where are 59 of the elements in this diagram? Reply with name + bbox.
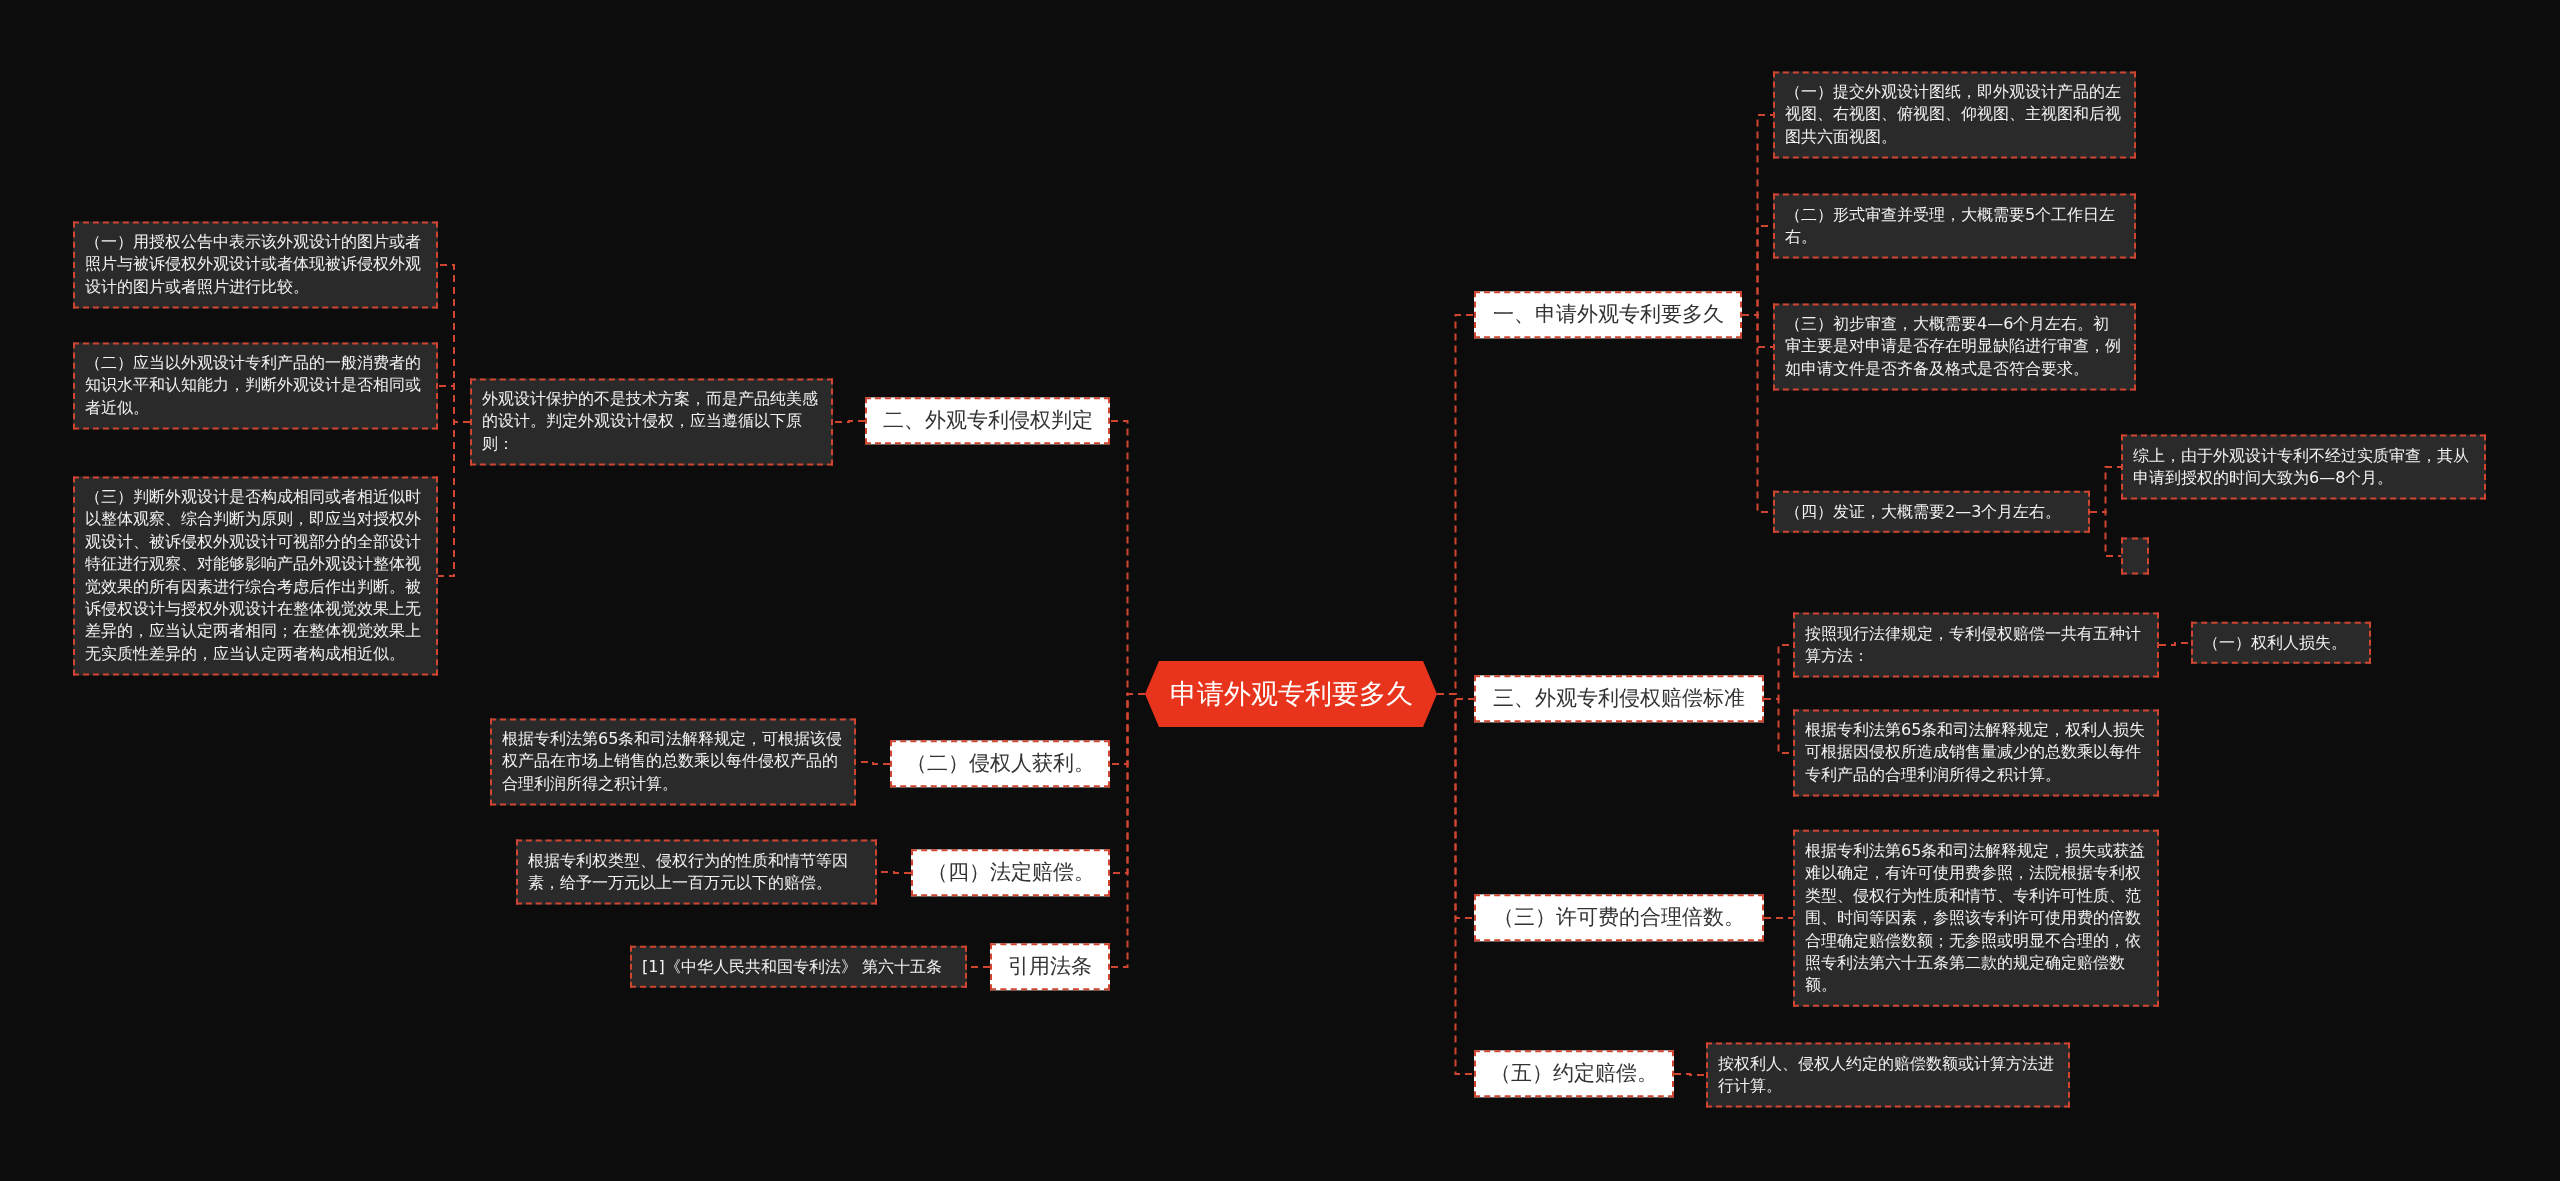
note-box	[1773, 193, 2136, 259]
note-box	[1706, 1042, 2070, 1108]
node-text: （四）法定赔偿。	[925, 859, 1096, 887]
connector-line	[832, 420, 866, 423]
node-text: （三）初步审查，大概需要4—6个月左右。初审主要是对申请是否存在明显缺陷进行审查，例如申请文件是否齐备及格式是否符合要求。	[1785, 313, 2122, 381]
note-box	[1793, 709, 2159, 797]
node-text: 根据专利法第65条和司法解释规定，损失或获益难以确定，有许可使用费参照，法院根据专利权类型、侵权行为性质和情节、专利许可性质、范围、时间等因素，参照该专利许可使用费的倍数合理确定赔偿数额；无参照或明显不合理的，依照专利法第六十五条第二款的规定确定赔偿数额。	[1805, 839, 2147, 996]
node-text: （二）侵权人获利。	[904, 750, 1096, 778]
topic-box	[1474, 291, 1742, 339]
topic-box	[990, 943, 1110, 991]
connector-line	[1109, 693, 1146, 968]
connector-line	[1763, 917, 1794, 919]
node-text: 引用法条	[1007, 953, 1093, 981]
node-text: （三）许可费的合理倍数。	[1492, 904, 1746, 932]
root-topic	[1145, 661, 1437, 727]
node-text: （一）用授权公告中表示该外观设计的图片或者照片与被诉侵权外观设计或者体现被诉侵权外观设计的图片或者照片进行比较。	[85, 231, 422, 299]
node-text: （二）应当以外观设计专利产品的一般消费者的知识水平和认知能力，判断外观设计是否相同或者近似。	[85, 352, 422, 420]
topic-box	[1474, 894, 1764, 942]
node-text: （五）约定赔偿。	[1489, 1060, 1659, 1088]
topic-box	[865, 397, 1110, 445]
note-box	[1773, 490, 2090, 534]
note-box	[516, 839, 877, 905]
connector-line	[1673, 1073, 1707, 1076]
node-text: 综上，由于外观设计专利不经过实质审查，其从申请到授权的时间大致为6—8个月。	[2133, 444, 2470, 489]
topic-title: 申请外观专利要多久	[1169, 676, 1413, 711]
empty-box	[2121, 537, 2149, 575]
note-box	[470, 378, 833, 466]
note-box	[73, 221, 438, 309]
connector-line	[2089, 511, 2122, 557]
topic-box	[890, 740, 1110, 788]
note-box	[73, 476, 438, 676]
node-text: 根据专利权类型、侵权行为的性质和情节等因素，给予一万元以上一百万元以下的赔偿。	[528, 849, 849, 894]
node-text: [1]《中华人民共和国专利法》 第六十五条	[642, 955, 943, 978]
node-text: （二）形式审查并受理，大概需要5个工作日左右。	[1785, 203, 2117, 248]
node-text: 根据专利法第65条和司法解释规定，可根据该侵权产品在市场上销售的总数乘以每件侵权产品的合理利润所得之积计算。	[502, 728, 844, 796]
node-text: 外观设计保护的不是技术方案，而是产品纯美感的设计。判定外观设计侵权，应当遵循以下原则：	[482, 388, 819, 456]
note-box	[73, 342, 438, 430]
note-box	[1793, 612, 2159, 678]
note-box	[2191, 621, 2371, 665]
note-box	[1773, 71, 2136, 159]
connector-line	[437, 421, 471, 577]
node-text: （三）判断外观设计是否构成相同或者相近似时以整体观察、综合判断为原则，即应当对授权外观设计、被诉侵权外观设计可视部分的全部设计特征进行观察、对能够影响产品外观设计整体视觉效果的所有因素进行综合考虑后作出判断。被诉侵权设计与授权外观设计在整体视觉效果上无差异的，应当认定两者相同；在整体视觉效果上无实质性差异的，应当认定两者构成相近似。	[85, 486, 422, 666]
node-text: 三、外观专利侵权赔偿标准	[1492, 685, 1746, 713]
note-box	[630, 945, 967, 989]
node-text: 一、申请外观专利要多久	[1491, 301, 1725, 329]
topic-box	[911, 849, 1110, 897]
note-box	[1773, 303, 2136, 391]
node-text: 二、外观专利侵权判定	[881, 407, 1094, 435]
node-text: 按权利人、侵权人约定的赔偿数额或计算方法进行计算。	[1718, 1052, 2055, 1097]
node-text: （四）发证，大概需要2—3个月左右。	[1785, 500, 2063, 523]
node-text: 根据专利法第65条和司法解释规定，权利人损失可根据因侵权所造成销售量减少的总数乘以每件专利产品的合理利润所得之积计算。	[1805, 719, 2147, 787]
node-text: （一）权利人损失。	[2203, 631, 2348, 654]
topic-box	[1474, 1050, 1674, 1098]
topic-box	[1474, 675, 1764, 723]
note-box	[490, 718, 856, 806]
node-text: （一）提交外观设计图纸，即外观设计产品的左视图、右视图、俯视图、仰视图、主视图和后视图共六面视图。	[1785, 81, 2122, 149]
note-box	[2121, 434, 2486, 500]
note-box	[1793, 829, 2159, 1007]
node-text: 按照现行法律规定，专利侵权赔偿一共有五种计算方法：	[1805, 622, 2142, 667]
